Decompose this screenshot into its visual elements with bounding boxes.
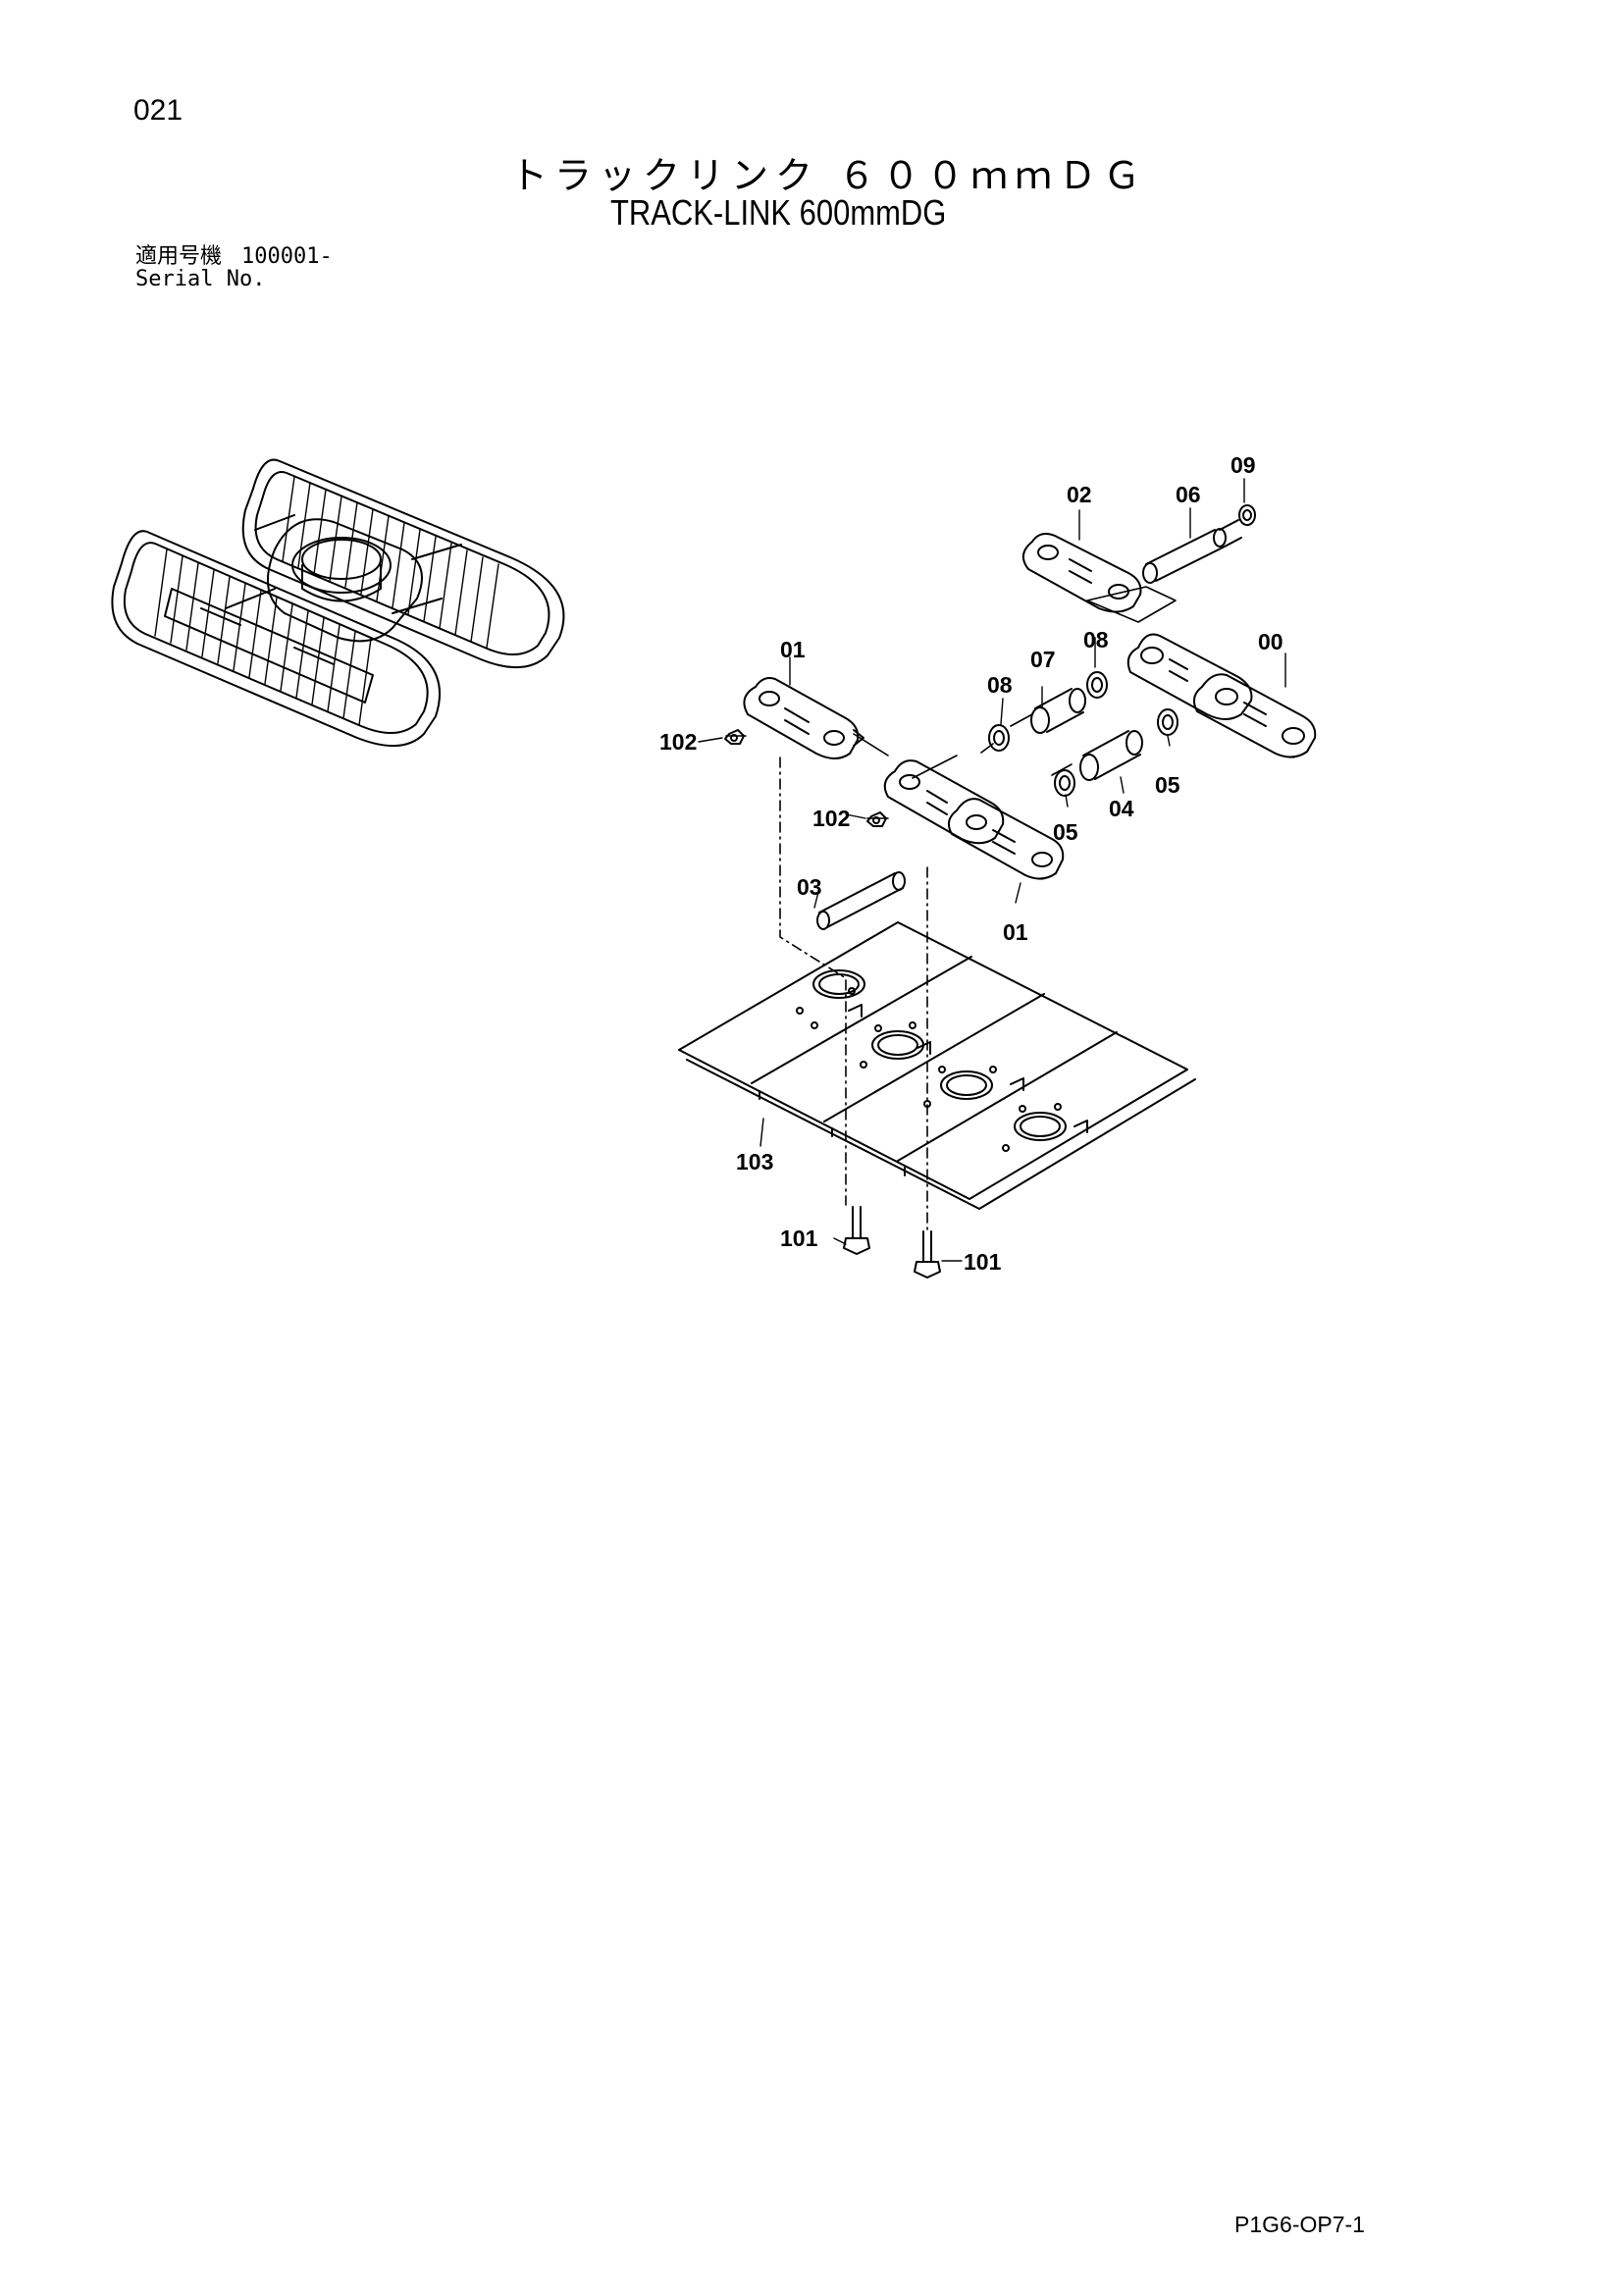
- callout-07: 07: [1030, 647, 1056, 672]
- callout-leader-lines: [698, 478, 1286, 1262]
- callout-04: 04: [1109, 796, 1134, 821]
- callout-102-lower: 102: [812, 806, 850, 831]
- part-00-track-link-assembly: [1126, 633, 1317, 758]
- part-05-seal-right: [1157, 708, 1178, 736]
- part-01-track-link-left: [743, 677, 864, 759]
- callout-103: 103: [736, 1149, 773, 1174]
- part-08-seal-right: [1086, 671, 1108, 699]
- serial-block: 適用号機 100001- Serial No.: [135, 245, 333, 290]
- callout-01-lower: 01: [1003, 919, 1028, 945]
- part-101-bolt-right: [914, 1230, 941, 1278]
- serial-label-jp: 適用号機: [135, 244, 223, 269]
- callout-101-right: 101: [964, 1249, 1002, 1275]
- callout-00: 00: [1258, 629, 1283, 654]
- serial-label-en: Serial No.: [135, 267, 266, 291]
- part-04-bushing: [1079, 730, 1143, 781]
- part-02-track-link: [1021, 504, 1256, 613]
- footer-page-code: P1G6-OP7-1: [1234, 2212, 1365, 2237]
- callout-03: 03: [797, 874, 822, 900]
- title-english: TRACK-LINK 600mmDG: [610, 192, 947, 233]
- part-05-seal-left: [1054, 769, 1075, 797]
- serial-value: 100001-: [241, 244, 333, 269]
- part-102-nut-upper: [724, 729, 745, 745]
- callout-101-left: 101: [780, 1226, 818, 1251]
- callout-102-upper: 102: [659, 729, 697, 755]
- undercarriage-overview-illustration: [111, 458, 565, 748]
- assembly-guide-lines: [725, 586, 1177, 1235]
- part-01-track-link-middle: [883, 759, 1065, 880]
- callout-05-left: 05: [1053, 819, 1078, 845]
- callout-01-upper: 01: [780, 637, 806, 662]
- callout-05-right: 05: [1155, 772, 1180, 798]
- callout-08-upper: 08: [1083, 627, 1109, 652]
- page-number: 021: [133, 94, 183, 127]
- part-101-bolt-left: [843, 1206, 870, 1255]
- callout-02: 02: [1067, 482, 1092, 507]
- title-japanese: トラックリンク ６００ｍｍＤＧ: [510, 154, 1148, 197]
- part-07-bushing: [1030, 688, 1086, 734]
- callout-08-lower: 08: [987, 672, 1013, 698]
- part-102-nut-lower: [866, 811, 887, 827]
- callout-09: 09: [1230, 452, 1256, 478]
- part-08-seal-left: [988, 724, 1010, 752]
- part-03-pin: [816, 871, 906, 930]
- callout-06: 06: [1176, 482, 1201, 507]
